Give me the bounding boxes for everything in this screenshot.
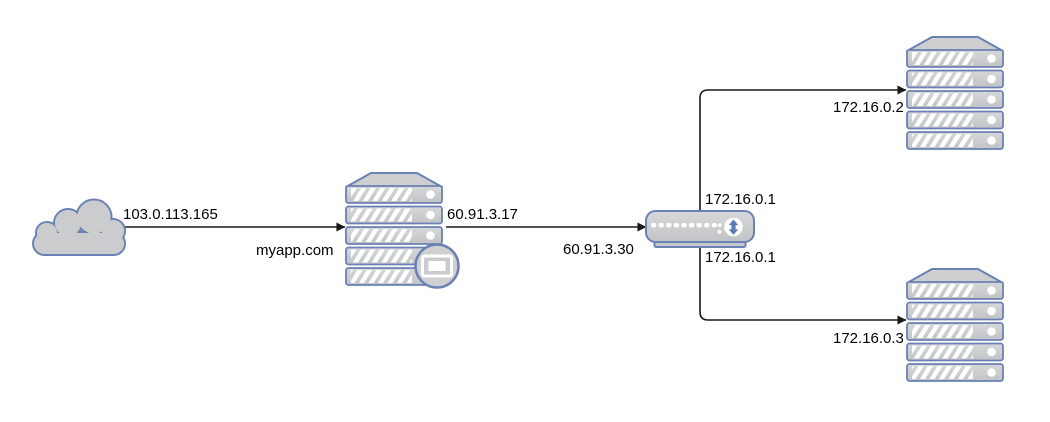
network-switch-node[interactable] xyxy=(645,210,755,255)
monitor-badge-icon xyxy=(414,243,460,289)
edge-switch-to-backend-top[interactable] xyxy=(699,85,907,213)
edge-switch-to-backend-bottom[interactable] xyxy=(699,240,907,325)
rack-server-icon xyxy=(906,268,1004,382)
switch-ports xyxy=(651,223,722,234)
network-switch-icon xyxy=(645,210,755,248)
backend-server-bottom-node[interactable] xyxy=(905,266,1005,389)
updown-arrows-icon xyxy=(728,219,739,235)
label-hostname: myapp.com xyxy=(256,242,334,259)
rack-server-icon xyxy=(906,36,1004,150)
backend-server-top-node[interactable] xyxy=(905,34,1005,157)
label-switch-lan-ip-top: 172.16.0.1 xyxy=(705,191,776,208)
label-internet-ip: 103.0.113.165 xyxy=(123,206,218,223)
web-server-badge xyxy=(413,242,461,295)
label-webserver-wan-ip: 60.91.3.17 xyxy=(447,206,518,223)
cloud-icon xyxy=(32,198,126,256)
label-switch-lan-ip-bottom: 172.16.0.1 xyxy=(705,249,776,266)
label-switch-uplink-ip: 60.91.3.30 xyxy=(563,241,634,258)
label-backend-top-ip: 172.16.0.2 xyxy=(833,99,904,116)
label-backend-bottom-ip: 172.16.0.3 xyxy=(833,330,904,347)
internet-cloud[interactable] xyxy=(31,197,129,264)
